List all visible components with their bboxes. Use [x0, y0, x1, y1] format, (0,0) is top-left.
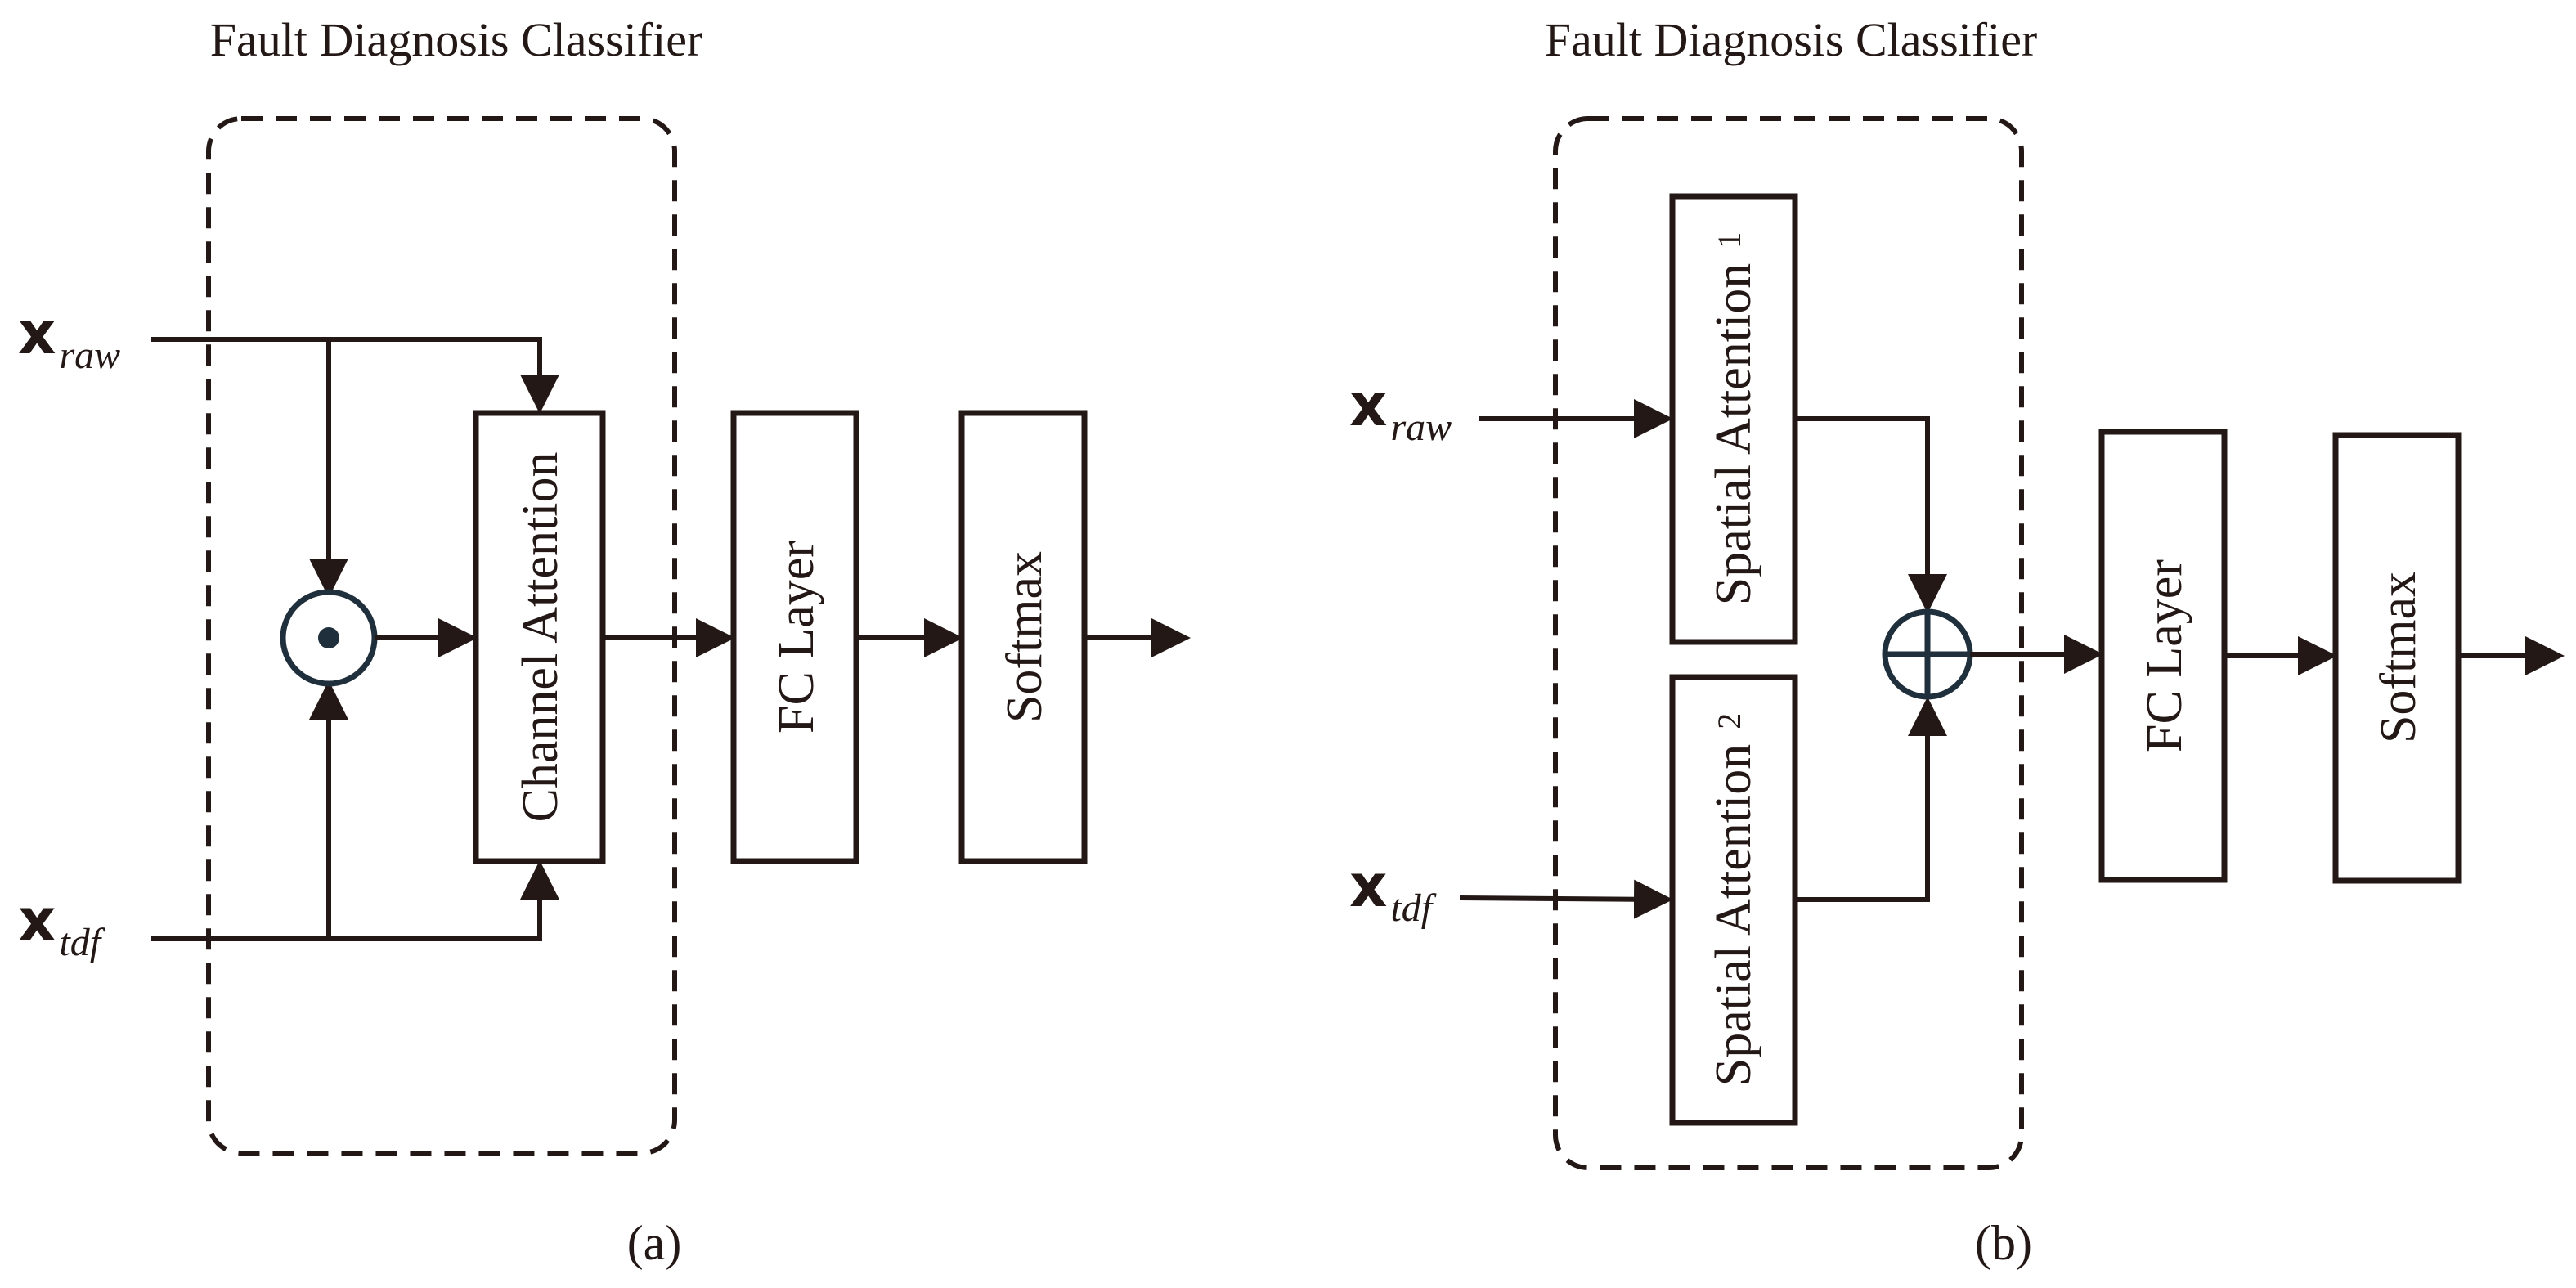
panel-b-softmax-label: Softmax [2371, 572, 2426, 743]
panel-b-spatial-attention-2-label: Spatial Attention2 [1706, 713, 1761, 1086]
panel-b-classifier-boundary [1553, 116, 2024, 1170]
panel-b-fc-layer-label: FC Layer [2137, 559, 2192, 752]
panel-a-channel-attention-block [473, 410, 606, 864]
panel-b-sa1-to-sum-arrow [1795, 416, 1947, 613]
panel-b-input-raw-label: xraw [1349, 370, 1452, 449]
panel-a-title: Fault Diagnosis Classifier [210, 13, 703, 66]
panel-a-channel-attention-label: Channel Attention [513, 452, 568, 823]
panel-a: Fault Diagnosis Classifier xraw xtdf Cha… [18, 13, 1191, 1270]
panel-a-caption: (a) [627, 1216, 682, 1270]
panel-a-fc-layer-label: FC Layer [769, 541, 824, 734]
panel-a-product-dot-icon [318, 627, 339, 648]
panel-b-fc-layer-block [2098, 429, 2228, 883]
panel-a-input-tdf-label: xtdf [18, 886, 105, 964]
panel-b-softmax-block [2332, 432, 2462, 884]
panel-a-raw-to-channel-arrow [151, 337, 559, 414]
panel-b-tdf-to-sa2-arrow [1459, 879, 1673, 919]
panel-b: Fault Diagnosis Classifier xraw xtdf Spa… [1349, 13, 2565, 1270]
panel-b-title: Fault Diagnosis Classifier [1545, 13, 2038, 66]
panel-b-caption: (b) [1975, 1216, 2032, 1270]
panel-a-input-raw-label: xraw [18, 298, 120, 377]
panel-b-sa2-to-sum-arrow [1795, 697, 1947, 902]
panel-a-softmax-label: Softmax [997, 551, 1052, 723]
panel-b-spatial-attention-2-block [1669, 674, 1798, 1126]
panel-a-tdf-to-channel-arrow [151, 860, 559, 941]
panel-b-spatial-attention-1-label: Spatial Attention1 [1706, 232, 1761, 605]
panel-b-spatial-attention-1-block [1669, 193, 1798, 645]
panel-b-input-tdf-label: xtdf [1349, 851, 1437, 930]
